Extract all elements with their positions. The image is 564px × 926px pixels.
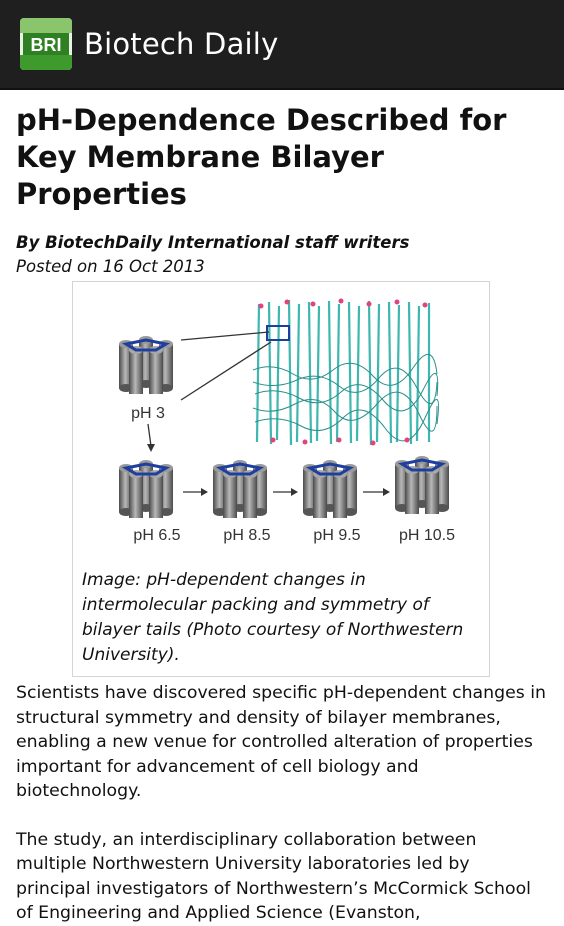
cluster-ph3 [117, 334, 175, 396]
figure-illustration: pH 3 pH 6.5 pH 8.5 pH 9.5 p [117, 298, 455, 544]
article-content: pH-Dependence Described for Key Membrane… [0, 102, 564, 926]
figure-label-ph3: pH 3 [131, 405, 165, 422]
app-title: Biotech Daily [84, 27, 279, 61]
figure-label-ph10-5: pH 10.5 [399, 527, 455, 544]
figure-caption: Image: pH-dependent changes in intermole… [82, 570, 464, 665]
bilayer-molecule-image [251, 298, 439, 448]
figure-label-ph9-5: pH 9.5 [313, 527, 360, 544]
cluster-ph6-5 [117, 458, 175, 520]
figure-label-ph8-5: pH 8.5 [223, 527, 270, 544]
article-byline: By BiotechDaily International staff writ… [16, 233, 410, 252]
article-paragraph: The study, an interdisciplinary collabor… [16, 829, 531, 924]
app-logo-icon[interactable]: BRI [20, 18, 72, 70]
figure-label-ph6-5: pH 6.5 [133, 527, 180, 544]
cluster-ph10-5 [393, 454, 451, 516]
article-figure[interactable]: pH 3 pH 6.5 pH 8.5 pH 9.5 p [72, 281, 490, 677]
app-logo-text: BRI [31, 35, 62, 55]
article-title: pH-Dependence Described for Key Membrane… [16, 103, 507, 211]
article-paragraph: Scientists have discovered specific pH-d… [16, 683, 546, 801]
cluster-ph8-5 [211, 458, 269, 520]
cluster-ph9-5 [301, 458, 359, 520]
action-bar: BRI Biotech Daily [0, 0, 564, 90]
article-posted-date: Posted on 16 Oct 2013 [16, 257, 205, 276]
